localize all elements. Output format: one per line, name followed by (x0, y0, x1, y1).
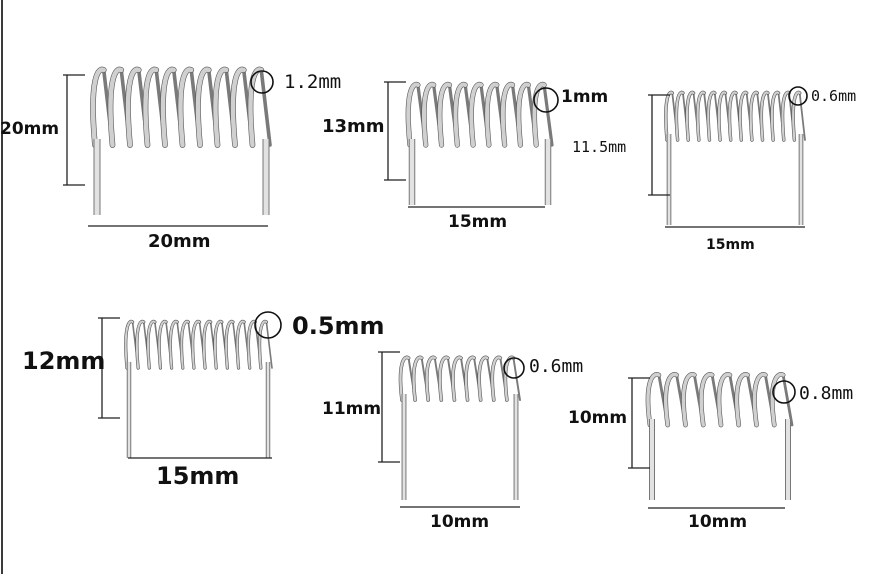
spring-1-wire-circle (250, 70, 274, 94)
spring-6-wire-label: 0.8mm (799, 383, 854, 404)
spring-4-width-label: 15mm (156, 462, 240, 490)
spring-6-width-label: 10mm (688, 512, 748, 532)
spring-6-wire-circle (772, 380, 796, 404)
spring-4-wire-circle (254, 311, 282, 339)
spring-5-height-label: 11mm (322, 399, 382, 419)
spring-3-wire-label: 0.6mm (811, 87, 857, 105)
spring-3-coil-front (664, 91, 801, 142)
spring-2-wire-label: 1mm (561, 87, 609, 107)
spring-4-wire-label: 0.5mm (292, 312, 385, 340)
spring-2-coil-shadow (405, 81, 547, 148)
spring-6-coil-front (646, 372, 785, 427)
spring-1-width-label: 20mm (148, 231, 211, 252)
spring-1-coil-front (90, 67, 264, 148)
spring-3-height-label: 11.5mm (572, 138, 627, 156)
spring-5-coil-front (399, 356, 515, 402)
spring-5-wire-label: 0.6mm (529, 356, 584, 377)
spring-4-height-label: 12mm (22, 347, 106, 375)
spring-1-wire-label: 1.2mm (284, 71, 342, 93)
spring-6-coil-back (657, 373, 794, 427)
spring-5-coil-shadow (398, 355, 516, 402)
spring-4-coil-front (124, 320, 268, 369)
spring-3-wire-circle (788, 86, 808, 106)
spring-2-height-label: 13mm (322, 116, 385, 137)
spring-5-width-label: 10mm (430, 512, 490, 532)
spring-2-coil-front (406, 82, 547, 147)
spring-6-height-label: 10mm (568, 408, 628, 428)
spring-3-width-label: 15mm (706, 237, 755, 253)
left-border (1, 0, 3, 574)
spring-2-wire-circle (533, 87, 559, 113)
spring-2-width-label: 15mm (448, 212, 508, 232)
spring-5-wire-circle (503, 357, 525, 379)
spring-1-height-label: 20mm (0, 119, 60, 139)
